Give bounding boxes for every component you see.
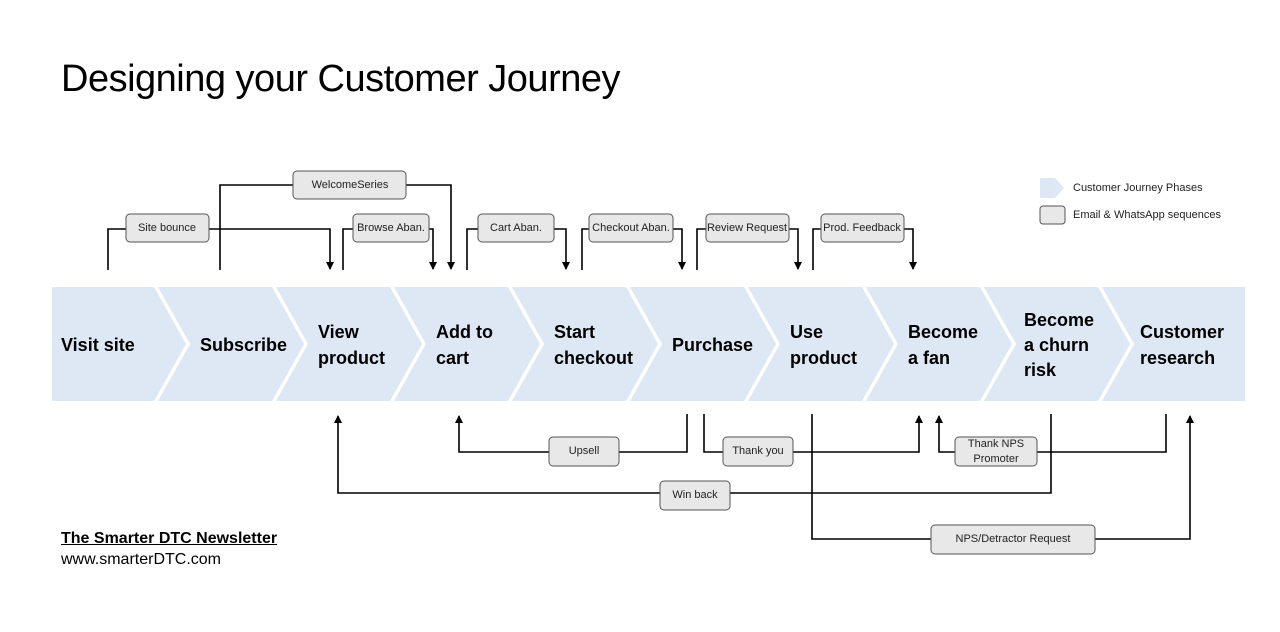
legend-sequence-label: Email & WhatsApp sequences [1073,209,1221,221]
phase-chevron-customer-research [1102,287,1245,401]
svg-text:Site bounce: Site bounce [138,222,196,234]
svg-text:Win back: Win back [672,489,718,501]
phase-label: Purchase [672,335,753,355]
sequence-box: Thank NPS Promoter [954,436,1038,467]
phase-label: Subscribe [200,335,287,355]
svg-text:Promoter: Promoter [973,453,1019,465]
svg-text:NPS/Detractor Request: NPS/Detractor Request [956,533,1071,545]
sequence-box: WelcomeSeries [292,170,407,200]
sequence-box: Cart Aban. [477,213,555,243]
svg-text:Cart Aban.: Cart Aban. [490,222,542,234]
connector-site-bounce [107,228,334,270]
legend-sequence-swatch [1039,205,1066,225]
svg-text:Thank NPS: Thank NPS [968,438,1024,450]
sequence-box: NPS/Detractor Request [930,524,1096,555]
legend: Customer Journey Phases Email & WhatsApp… [1039,178,1221,225]
connector-nps-detractor [811,414,1194,540]
phase-chevron-subscribe [158,287,304,401]
phase-chevron-start-checkout [512,287,658,401]
connectors-bottom [334,414,1194,540]
svg-text:WelcomeSeries: WelcomeSeries [312,179,389,191]
phase-band [52,287,1245,401]
svg-text:Prod. Feedback: Prod. Feedback [823,222,901,234]
phase-chevron-become-a-churn-risk [984,287,1130,401]
sequence-box: Upsell [548,436,620,467]
phase-label: Visit site [61,335,135,355]
svg-text:Checkout Aban.: Checkout Aban. [592,222,670,234]
sequence-box: Review Request [705,213,790,243]
newsletter-url[interactable]: www.smarterDTC.com [61,551,222,568]
sequence-box: Thank you [722,436,794,467]
page-title: Designing your Customer Journey [61,58,621,100]
svg-text:Review Request: Review Request [707,222,787,234]
svg-text:Browse Aban.: Browse Aban. [357,222,425,234]
legend-phase-label: Customer Journey Phases [1073,182,1203,194]
legend-phase-swatch [1040,178,1064,198]
sequence-box: Checkout Aban. [588,213,674,243]
sequence-box: Site bounce [125,213,210,243]
phase-chevron-use-product [748,287,894,401]
phase-chevron-visit-site [52,287,186,401]
phase-chevron-add-to-cart [394,287,540,401]
svg-text:Upsell: Upsell [569,445,600,457]
phase-chevron-view-product [276,287,422,401]
sequence-box: Prod. Feedback [820,213,905,243]
sequence-box: Win back [659,480,731,511]
phase-chevron-become-a-fan [866,287,1012,401]
connector-thank-nps-promoter [935,414,1167,453]
svg-text:Thank you: Thank you [732,445,783,457]
newsletter-title[interactable]: The Smarter DTC Newsletter [61,530,278,547]
phase-chevron-purchase [630,287,776,401]
sequence-box: Browse Aban. [352,213,430,243]
